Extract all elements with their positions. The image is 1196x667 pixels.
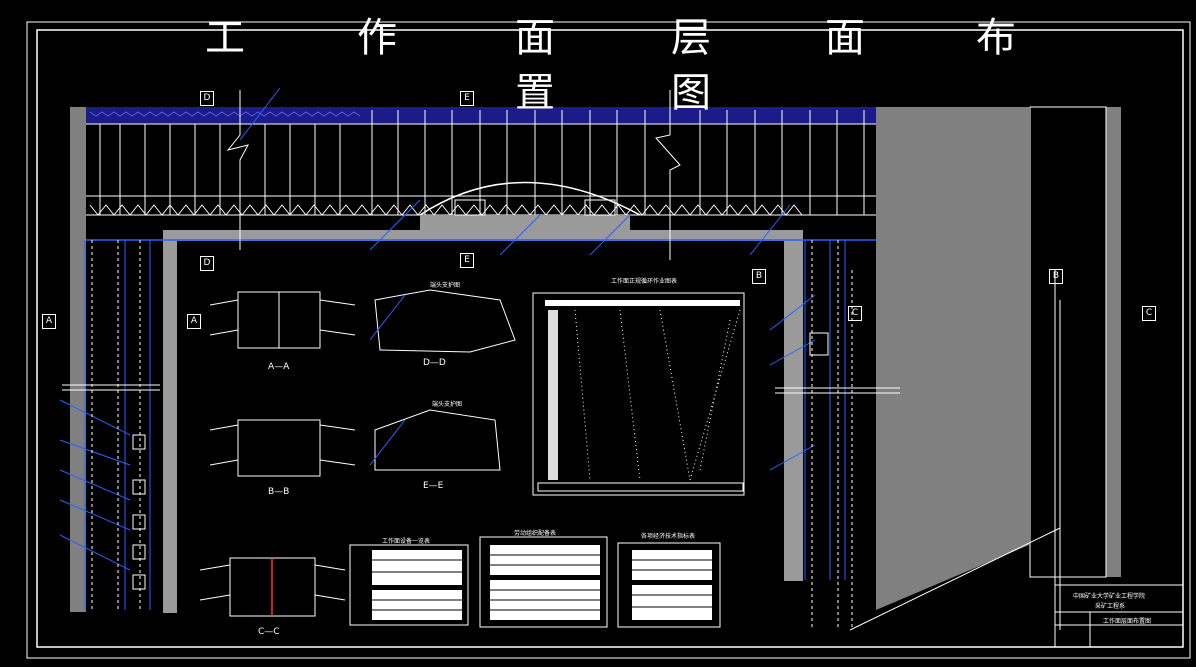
- shearer: [419, 181, 641, 216]
- shearer-body: [420, 215, 630, 230]
- roadway-top: [163, 230, 803, 241]
- section-label-ee: E—E: [423, 481, 444, 491]
- marker-e-bottom: E: [460, 253, 474, 268]
- title-block: [1054, 584, 1184, 648]
- marker-b-left: B: [752, 269, 766, 284]
- panel-title-small-end: 端头支护图: [430, 282, 461, 289]
- coal-seam-band: [86, 107, 876, 124]
- title-char-6: 布: [976, 15, 1016, 61]
- section-label-bb: B—B: [268, 487, 290, 497]
- marker-a-left: A: [42, 314, 56, 329]
- panel-title-tech: 各项经济技术指标表: [641, 533, 696, 540]
- title-block-line1: 中国矿业大学矿业工程学院: [1073, 593, 1146, 600]
- title-char-3: 面: [515, 15, 555, 61]
- schedule-lines: [574, 309, 741, 481]
- schedule-chart: [532, 292, 745, 496]
- title-char-2: 作: [357, 15, 397, 61]
- panel-title-labor: 劳动组织配备表: [514, 530, 557, 537]
- panel-title-equipment: 工作面设备一览表: [382, 538, 431, 545]
- title-char-5: 面: [825, 15, 865, 61]
- roadway-right: [784, 241, 803, 581]
- section-drawings: [199, 291, 356, 617]
- marker-a-right: A: [187, 314, 201, 329]
- title-char-7: 置: [515, 70, 555, 116]
- gob-area: [876, 107, 1029, 487]
- right-rib: [1106, 107, 1121, 577]
- tables: [349, 536, 721, 628]
- marker-e-top: E: [460, 91, 474, 106]
- outer-frame: [26, 21, 1191, 659]
- section-label-aa: A—A: [268, 362, 290, 372]
- title-char-4: 层: [671, 15, 711, 61]
- panel-title-large-end: 端头支护图: [432, 401, 463, 408]
- section-label-cc: C—C: [258, 627, 280, 637]
- left-rib: [70, 107, 86, 612]
- marker-b-right: B: [1049, 269, 1063, 284]
- section-label-dd: D—D: [423, 358, 446, 368]
- title-block-line2: 采矿工程系: [1095, 603, 1126, 610]
- title-block-drawing: 工作面层面布置图: [1103, 618, 1152, 625]
- hydraulic-supports: [99, 110, 865, 215]
- title-char-8: 图: [671, 70, 711, 116]
- marker-d-top: D: [200, 91, 214, 106]
- marker-d-bottom: D: [200, 256, 214, 271]
- title-char-1: 工: [205, 15, 245, 61]
- inner-frame: [36, 29, 1184, 648]
- marker-c-right: C: [1142, 306, 1156, 321]
- marker-c-left: C: [848, 306, 862, 321]
- roadway-left: [163, 241, 177, 613]
- panel-title-schedule: 工作面正规循环作业图表: [611, 278, 678, 285]
